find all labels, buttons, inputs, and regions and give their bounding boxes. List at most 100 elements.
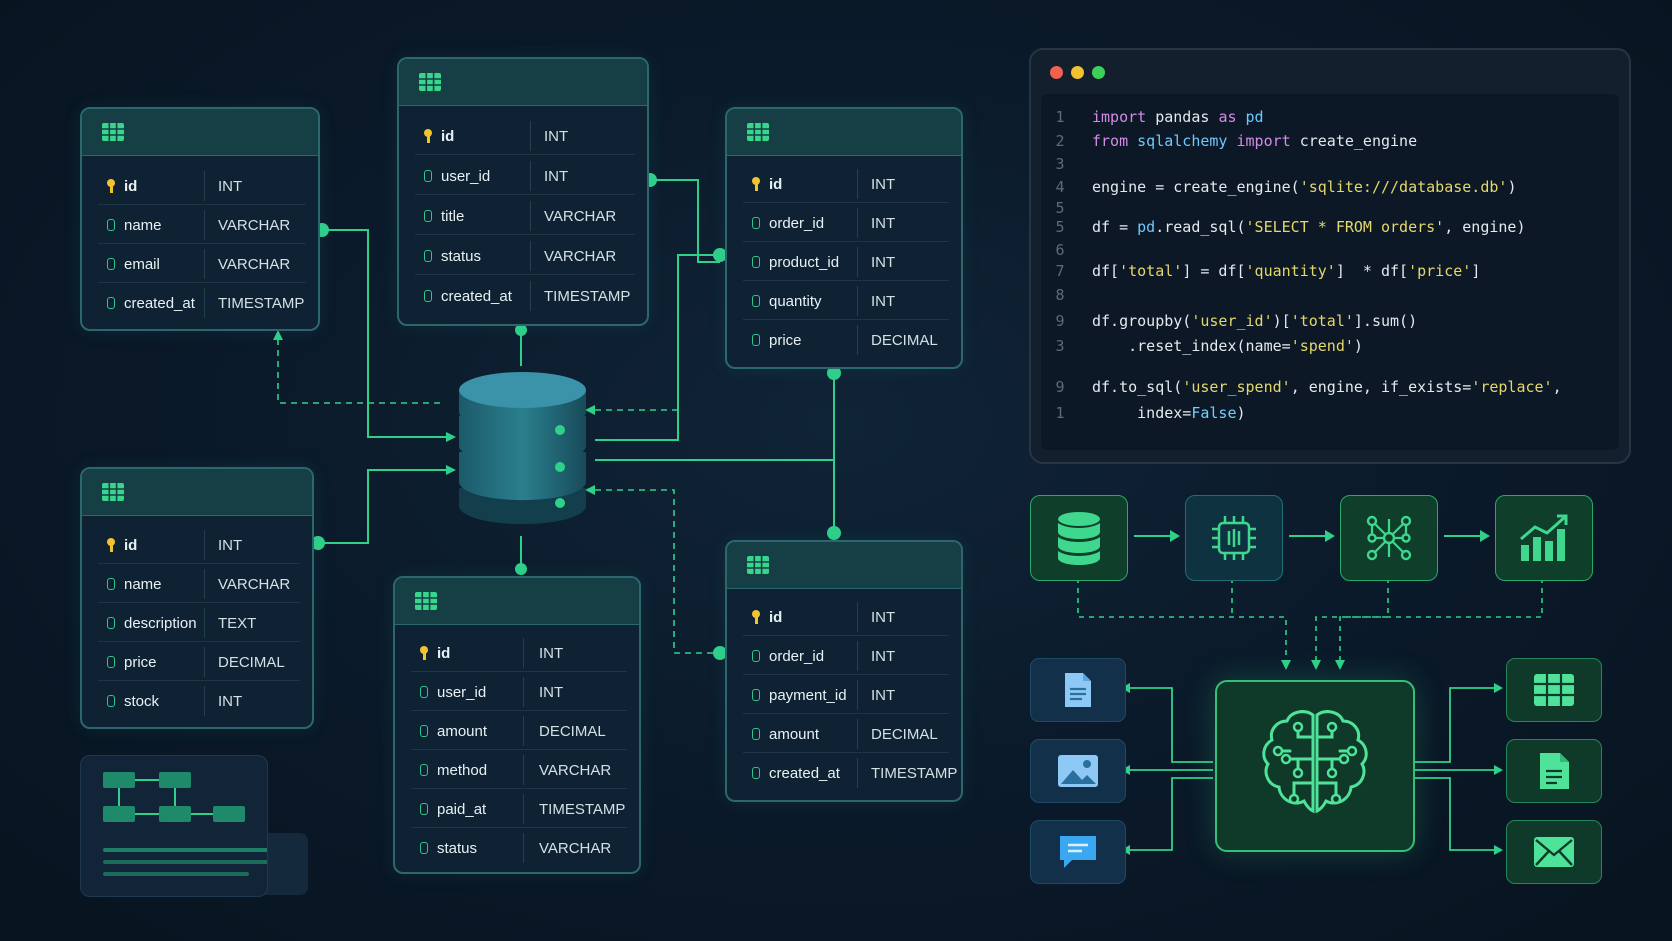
column-icon [420, 725, 428, 737]
column-icon [107, 578, 115, 590]
column-icon [752, 767, 760, 779]
schema-thumbnail[interactable] [80, 755, 289, 897]
table-grid-icon [747, 556, 769, 574]
column-icon [752, 295, 760, 307]
table-header [399, 59, 647, 106]
chat-icon [1060, 836, 1096, 868]
key-icon [751, 610, 761, 624]
column-icon [420, 803, 428, 815]
ai-brain-hub[interactable] [1215, 680, 1415, 852]
pipeline-processing-step[interactable] [1185, 495, 1283, 581]
chat-input[interactable] [1030, 820, 1126, 884]
mail-output[interactable] [1506, 820, 1602, 884]
column-icon [424, 290, 432, 302]
table-grid-icon [102, 483, 124, 501]
image-icon [1058, 755, 1098, 787]
column-icon [420, 842, 428, 854]
column-icon [752, 689, 760, 701]
column-icon [107, 656, 115, 668]
column-icon [752, 256, 760, 268]
pipeline-chart-step[interactable] [1495, 495, 1593, 581]
table-grid-icon [415, 592, 437, 610]
table-header [82, 109, 318, 156]
network-icon [1366, 515, 1412, 561]
key-icon [419, 646, 429, 660]
image-input[interactable] [1030, 739, 1126, 803]
column-icon [752, 728, 760, 740]
table-grid-icon [102, 123, 124, 141]
key-icon [106, 179, 116, 193]
column-icon [424, 170, 432, 182]
column-icon [752, 217, 760, 229]
table-icon [1534, 674, 1574, 706]
database-cylinder-icon [455, 368, 590, 528]
column-icon [424, 210, 432, 222]
column-icon [107, 297, 115, 309]
brain-icon [1262, 710, 1368, 814]
pipeline-database-step[interactable] [1030, 495, 1128, 581]
table-grid-icon [747, 123, 769, 141]
database-icon [1058, 512, 1100, 565]
column-icon [424, 250, 432, 262]
document-icon [1065, 673, 1091, 707]
table-header [82, 469, 312, 516]
column-icon [107, 219, 115, 231]
column-icon [752, 334, 760, 346]
table-grid-icon [419, 73, 441, 91]
file-output[interactable] [1506, 739, 1602, 803]
key-icon [423, 129, 433, 143]
pipeline-network-step[interactable] [1340, 495, 1438, 581]
table-output[interactable] [1506, 658, 1602, 722]
close-dot-icon[interactable] [1050, 66, 1063, 79]
chip-icon [1212, 516, 1256, 560]
column-icon [107, 617, 115, 629]
maximize-dot-icon[interactable] [1092, 66, 1105, 79]
column-icon [752, 650, 760, 662]
column-icon [107, 695, 115, 707]
column-icon [420, 686, 428, 698]
column-icon [107, 258, 115, 270]
document-input[interactable] [1030, 658, 1126, 722]
mail-icon [1534, 837, 1574, 867]
table-header [395, 578, 639, 625]
minimize-dot-icon[interactable] [1071, 66, 1084, 79]
